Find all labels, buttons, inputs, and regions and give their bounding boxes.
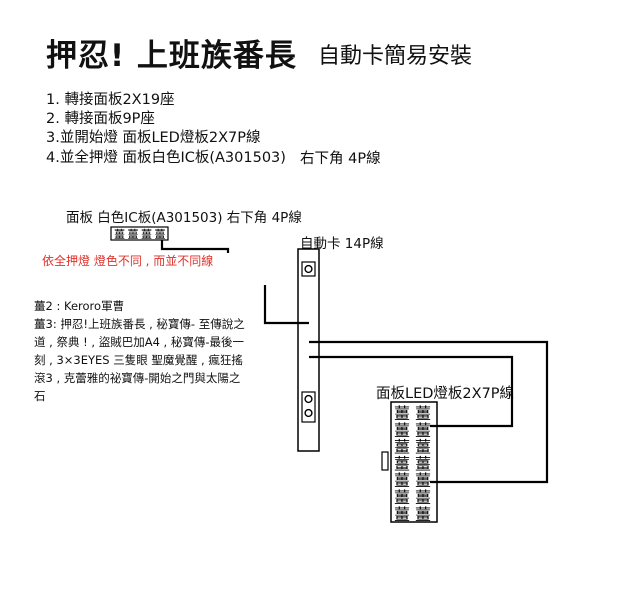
legend-note: 薑2 : Keroro軍曹 薑3: 押忍!上班族番長 , 秘寶傳- 至傳說之道 … xyxy=(34,297,249,405)
step-4: 4.並全押燈 面板白色IC板(A301503) xyxy=(46,150,286,166)
autocard-connector xyxy=(297,248,320,452)
step-3: 3.並開始燈 面板LED燈板2X7P線 xyxy=(46,130,261,146)
autocard-pin-hole-top xyxy=(304,264,313,274)
led-board-latch xyxy=(381,451,389,471)
led-pin-glyph: 薑 xyxy=(415,471,431,490)
led-pin-glyph: 薑 xyxy=(415,454,431,473)
step-4-suffix: 右下角 4P線 xyxy=(300,151,381,167)
led-pin-glyph: 薑 xyxy=(394,488,410,507)
led-board-connector: 薑薑薑薑薑薑薑薑薑薑薑薑薑薑 xyxy=(381,401,438,524)
led-pin-glyph: 薑 xyxy=(394,454,410,473)
autocard-pin-box-top xyxy=(301,261,316,277)
legend-line-2: 薑3: 押忍!上班族番長 , 秘寶傳- 至傳說之道 , 祭典 ! , 盜賊巴加A… xyxy=(34,317,245,403)
ic-pin-glyph: 薑 xyxy=(114,227,125,241)
ic-pin-glyph: 薑 xyxy=(128,227,139,241)
led-pin-glyph: 薑 xyxy=(394,421,410,440)
warning-note: 依全押燈 燈色不同 , 而並不同線 xyxy=(42,254,214,268)
led-pin-glyph: 薑 xyxy=(394,471,410,490)
step-1: 1. 轉接面板2X19座 xyxy=(46,92,175,108)
legend-line-1: 薑2 : Keroro軍曹 xyxy=(34,299,125,313)
ic-pin-glyph: 薑 xyxy=(155,227,166,241)
page-title: 押忍! 上班族番長 xyxy=(46,38,297,74)
page-subtitle: 自動卡簡易安裝 xyxy=(318,44,473,69)
autocard-label: 自動卡 14P線 xyxy=(300,236,384,252)
wire-ic-to-autocard xyxy=(160,240,230,253)
ic-pin-glyph: 薑 xyxy=(141,227,152,241)
autocard-pin-hole-bottom-1 xyxy=(304,394,313,404)
ic-board-label: 面板 白色IC板(A301503) 右下角 4P線 xyxy=(66,210,302,226)
led-pin-glyph: 薑 xyxy=(415,438,431,457)
led-board-label: 面板LED燈板2X7P線 xyxy=(376,386,515,402)
led-pin-glyph: 薑 xyxy=(394,404,410,423)
autocard-pin-box-bottom xyxy=(301,391,316,423)
ic-board-connector: 薑薑薑薑 xyxy=(110,226,169,241)
led-pin-glyph: 薑 xyxy=(394,505,410,524)
led-pin-glyph: 薑 xyxy=(415,505,431,524)
led-pin-glyph: 薑 xyxy=(394,438,410,457)
step-2: 2. 轉接面板9P座 xyxy=(46,111,155,127)
led-pin-glyph: 薑 xyxy=(415,421,431,440)
wire-harness-to-autocard xyxy=(263,285,309,325)
led-pin-glyph: 薑 xyxy=(415,488,431,507)
wire-allpush-led xyxy=(309,355,514,428)
wires xyxy=(160,240,549,484)
led-pin-glyph: 薑 xyxy=(415,404,431,423)
autocard-pin-hole-bottom-2 xyxy=(304,408,313,418)
wire-start-led xyxy=(309,340,549,484)
